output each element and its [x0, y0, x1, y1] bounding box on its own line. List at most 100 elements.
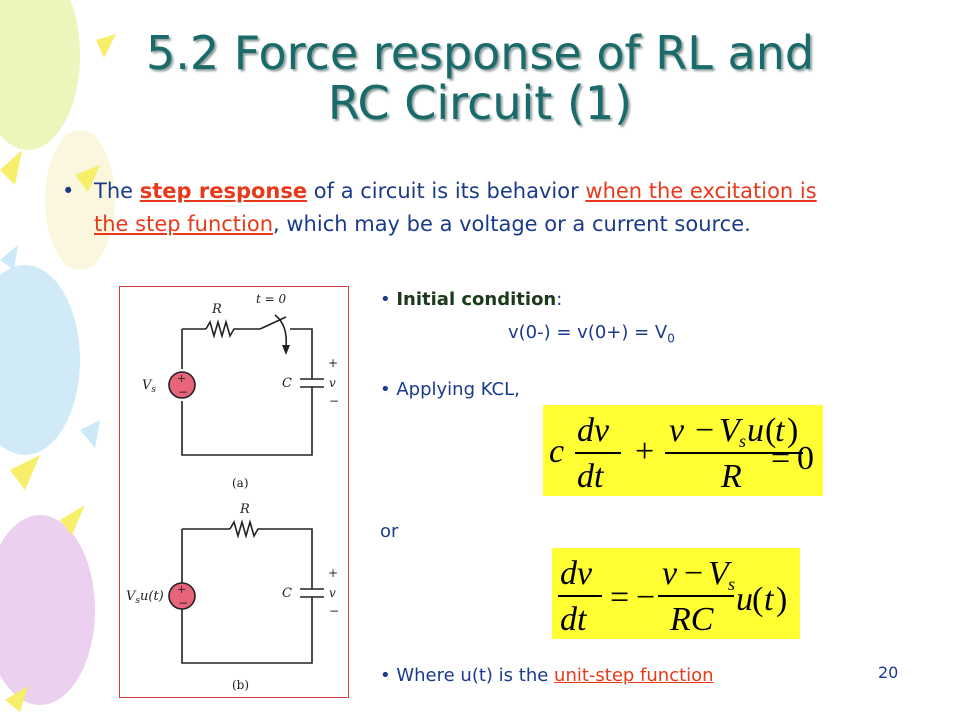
equation-derivative: dv dt = − v − V s RC u ( t ) [552, 548, 800, 639]
svg-text:(: ( [752, 581, 763, 618]
voltage-source-icon [168, 371, 196, 399]
svg-text:u: u [747, 412, 764, 449]
bullet-suffix: , which may be a voltage or a current so… [273, 212, 751, 236]
svg-text:0: 0 [797, 440, 814, 477]
source-plus-b: + [177, 583, 186, 596]
svg-text:v: v [662, 555, 678, 592]
svg-text:=: = [771, 440, 790, 477]
balloon-blue [0, 265, 80, 455]
label-switch-a: t = 0 [256, 292, 287, 306]
applying-kcl-bullet: • Applying KCL, [380, 379, 520, 400]
svg-text:(: ( [765, 412, 776, 449]
svg-text:s: s [728, 574, 735, 594]
svg-text:RC: RC [669, 601, 714, 638]
main-bullet-text: The step response of a circuit is its be… [94, 175, 852, 241]
equation-derivative-svg: dv dt = − v − V s RC u ( t ) [558, 555, 787, 638]
svg-text:t: t [775, 412, 786, 449]
initial-eq-sub: 0 [667, 331, 675, 346]
svg-text:dt: dt [577, 458, 605, 495]
caption-a: (a) [232, 476, 249, 490]
unit-step-link: unit-step function [554, 665, 714, 686]
excitation-link: when the excitation is the step function [94, 179, 817, 236]
label-vs-b-sub: s [135, 596, 140, 606]
resistor-r-icon [229, 519, 266, 539]
svg-text:−: − [695, 412, 714, 449]
slide-title: 5.2 Force response of RL and RC Circuit … [60, 28, 900, 128]
svg-text:): ) [776, 581, 787, 618]
confetti [96, 34, 116, 58]
balloon-pale [45, 130, 115, 270]
source-plus-a: + [177, 372, 186, 385]
label-r-a: R [211, 302, 222, 317]
label-minus-a: − [329, 394, 339, 408]
svg-text:dt: dt [560, 601, 588, 638]
switch-arrowhead-icon [282, 345, 290, 355]
label-v-a: v [329, 376, 336, 390]
confetti [75, 165, 100, 192]
initial-condition-eq: v(0-) = v(0+) = V0 [508, 321, 675, 351]
circuit-figure: + − R t = 0 C + v − Vs (a) + − R C + [119, 286, 349, 698]
or-text: or [380, 521, 399, 542]
initial-eq-main: v(0-) = v(0+) = V [508, 322, 668, 343]
where-bullet: • Where u(t) is the unit-step function [380, 665, 714, 686]
confetti [0, 150, 22, 185]
title-line-2: RC Circuit (1) [327, 76, 633, 130]
confetti [5, 686, 28, 712]
bullet-mid: of a circuit is its behavior [307, 179, 586, 203]
source-minus-b: − [178, 596, 188, 610]
confetti [10, 455, 40, 490]
svg-text:R: R [720, 458, 742, 495]
confetti [0, 245, 18, 270]
svg-text:=: = [610, 579, 629, 616]
page-number: 20 [878, 663, 899, 682]
main-bullet: • The step response of a circuit is its … [62, 175, 852, 241]
voltage-source-icon [168, 582, 196, 610]
switch-arrow [274, 314, 288, 348]
initial-condition-bullet: • Initial condition: [380, 289, 563, 310]
source-minus-a: − [178, 385, 188, 399]
wire [181, 387, 313, 456]
wire [266, 528, 313, 589]
equation-kcl-svg: c dv dt + v − V s u ( t ) R = 0 [549, 412, 814, 495]
svg-text:dv: dv [560, 555, 593, 592]
wire [181, 597, 313, 664]
wire [290, 328, 313, 379]
confetti [60, 505, 85, 535]
svg-text:dv: dv [577, 412, 610, 449]
initial-condition-label: Initial condition [396, 289, 557, 310]
label-vs-a: Vs [142, 378, 156, 395]
bullet-dot: • [62, 179, 75, 203]
label-plus-a: + [328, 356, 338, 370]
svg-text:+: + [635, 433, 654, 470]
balloon-yellow [0, 0, 80, 150]
bullet-prefix: The [94, 179, 140, 203]
label-v-b: v [329, 586, 336, 600]
confetti [80, 420, 100, 448]
caption-b: (b) [232, 678, 249, 692]
switch-icon [259, 316, 287, 330]
capacitor-c-icon [300, 588, 324, 598]
balloon-purple [0, 515, 95, 705]
label-c-b: C [282, 586, 292, 601]
where-prefix: Where u(t) is the [396, 665, 555, 686]
label-vs-b-tail: u(t) [140, 589, 164, 604]
label-minus-b: − [329, 604, 339, 618]
label-vs-a-main: V [142, 378, 153, 393]
equation-kcl: c dv dt + v − V s u ( t ) R = 0 [543, 405, 823, 496]
svg-text:v: v [669, 412, 685, 449]
label-vs-b-main: V [126, 589, 137, 604]
label-r-b: R [239, 502, 250, 517]
circuit-diagrams: + − R t = 0 C + v − Vs (a) + − R C + [126, 292, 339, 692]
step-response-link: step response [139, 179, 308, 203]
circuit-a [168, 314, 324, 456]
resistor-r-icon [205, 319, 242, 339]
initial-condition-colon: : [556, 289, 563, 310]
capacitor-c-icon [300, 378, 324, 388]
circuit-b [168, 519, 324, 664]
label-plus-b: + [328, 566, 338, 580]
svg-text:−: − [636, 579, 655, 616]
svg-text:t: t [764, 581, 775, 618]
applying-kcl-text: Applying KCL, [396, 379, 520, 400]
